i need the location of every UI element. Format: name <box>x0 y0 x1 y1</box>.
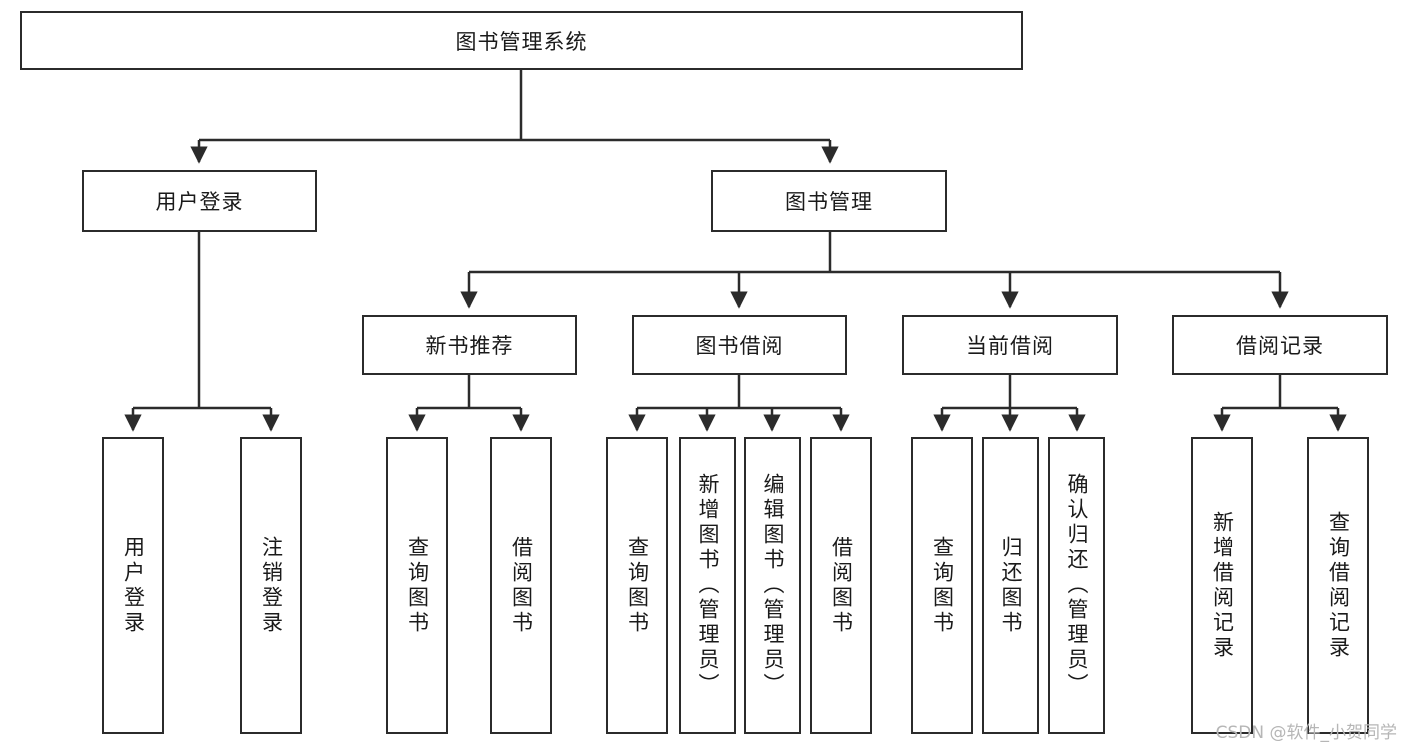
node-new-book-recommend[interactable]: 新书推荐 <box>362 315 577 375</box>
leaf-query-borrow-record-label: 查询借阅记录 <box>1326 510 1351 661</box>
leaf-confirm-return-admin[interactable]: 确认归还（管理员） <box>1048 437 1105 734</box>
leaf-logout-label: 注销登录 <box>259 535 284 636</box>
leaf-query-borrow-record[interactable]: 查询借阅记录 <box>1307 437 1369 734</box>
node-borrow-record[interactable]: 借阅记录 <box>1172 315 1388 375</box>
leaf-borrow-book-label: 借阅图书 <box>829 535 854 636</box>
node-root[interactable]: 图书管理系统 <box>20 11 1023 70</box>
leaf-borrow-book[interactable]: 借阅图书 <box>810 437 872 734</box>
leaf-query-book-recommend[interactable]: 查询图书 <box>386 437 448 734</box>
node-current-borrow-label: 当前借阅 <box>966 334 1054 358</box>
leaf-user-login[interactable]: 用户登录 <box>102 437 164 734</box>
leaf-borrow-book-recommend[interactable]: 借阅图书 <box>490 437 552 734</box>
leaf-borrow-book-recommend-label: 借阅图书 <box>509 535 534 636</box>
node-new-book-recommend-label: 新书推荐 <box>425 334 514 358</box>
leaf-return-book[interactable]: 归还图书 <box>982 437 1039 734</box>
node-user-login[interactable]: 用户登录 <box>82 170 317 232</box>
leaf-edit-book-admin[interactable]: 编辑图书（管理员） <box>744 437 801 734</box>
watermark: CSDN @软件_小贺同学 <box>1215 723 1397 743</box>
leaf-query-book-recommend-label: 查询图书 <box>405 535 430 636</box>
leaf-edit-book-admin-label: 编辑图书（管理员） <box>761 473 785 698</box>
leaf-add-book-admin-label: 新增图书（管理员） <box>696 473 720 698</box>
leaf-query-book-current[interactable]: 查询图书 <box>911 437 973 734</box>
node-user-login-label: 用户登录 <box>155 190 244 214</box>
node-book-borrow[interactable]: 图书借阅 <box>632 315 847 375</box>
leaf-logout[interactable]: 注销登录 <box>240 437 302 734</box>
node-book-borrow-label: 图书借阅 <box>695 334 784 358</box>
leaf-user-login-label: 用户登录 <box>121 535 146 636</box>
leaf-query-book-current-label: 查询图书 <box>930 535 955 636</box>
node-borrow-record-label: 借阅记录 <box>1236 334 1324 358</box>
node-book-management[interactable]: 图书管理 <box>711 170 947 232</box>
leaf-add-book-admin[interactable]: 新增图书（管理员） <box>679 437 736 734</box>
node-root-label: 图书管理系统 <box>455 29 588 54</box>
leaf-query-book-borrow[interactable]: 查询图书 <box>606 437 668 734</box>
node-book-management-label: 图书管理 <box>785 190 873 214</box>
leaf-query-book-borrow-label: 查询图书 <box>625 535 650 636</box>
leaf-confirm-return-admin-label: 确认归还（管理员） <box>1065 473 1089 698</box>
leaf-add-borrow-record[interactable]: 新增借阅记录 <box>1191 437 1253 734</box>
leaf-return-book-label: 归还图书 <box>999 535 1023 636</box>
node-current-borrow[interactable]: 当前借阅 <box>902 315 1118 375</box>
leaf-add-borrow-record-label: 新增借阅记录 <box>1210 510 1235 661</box>
